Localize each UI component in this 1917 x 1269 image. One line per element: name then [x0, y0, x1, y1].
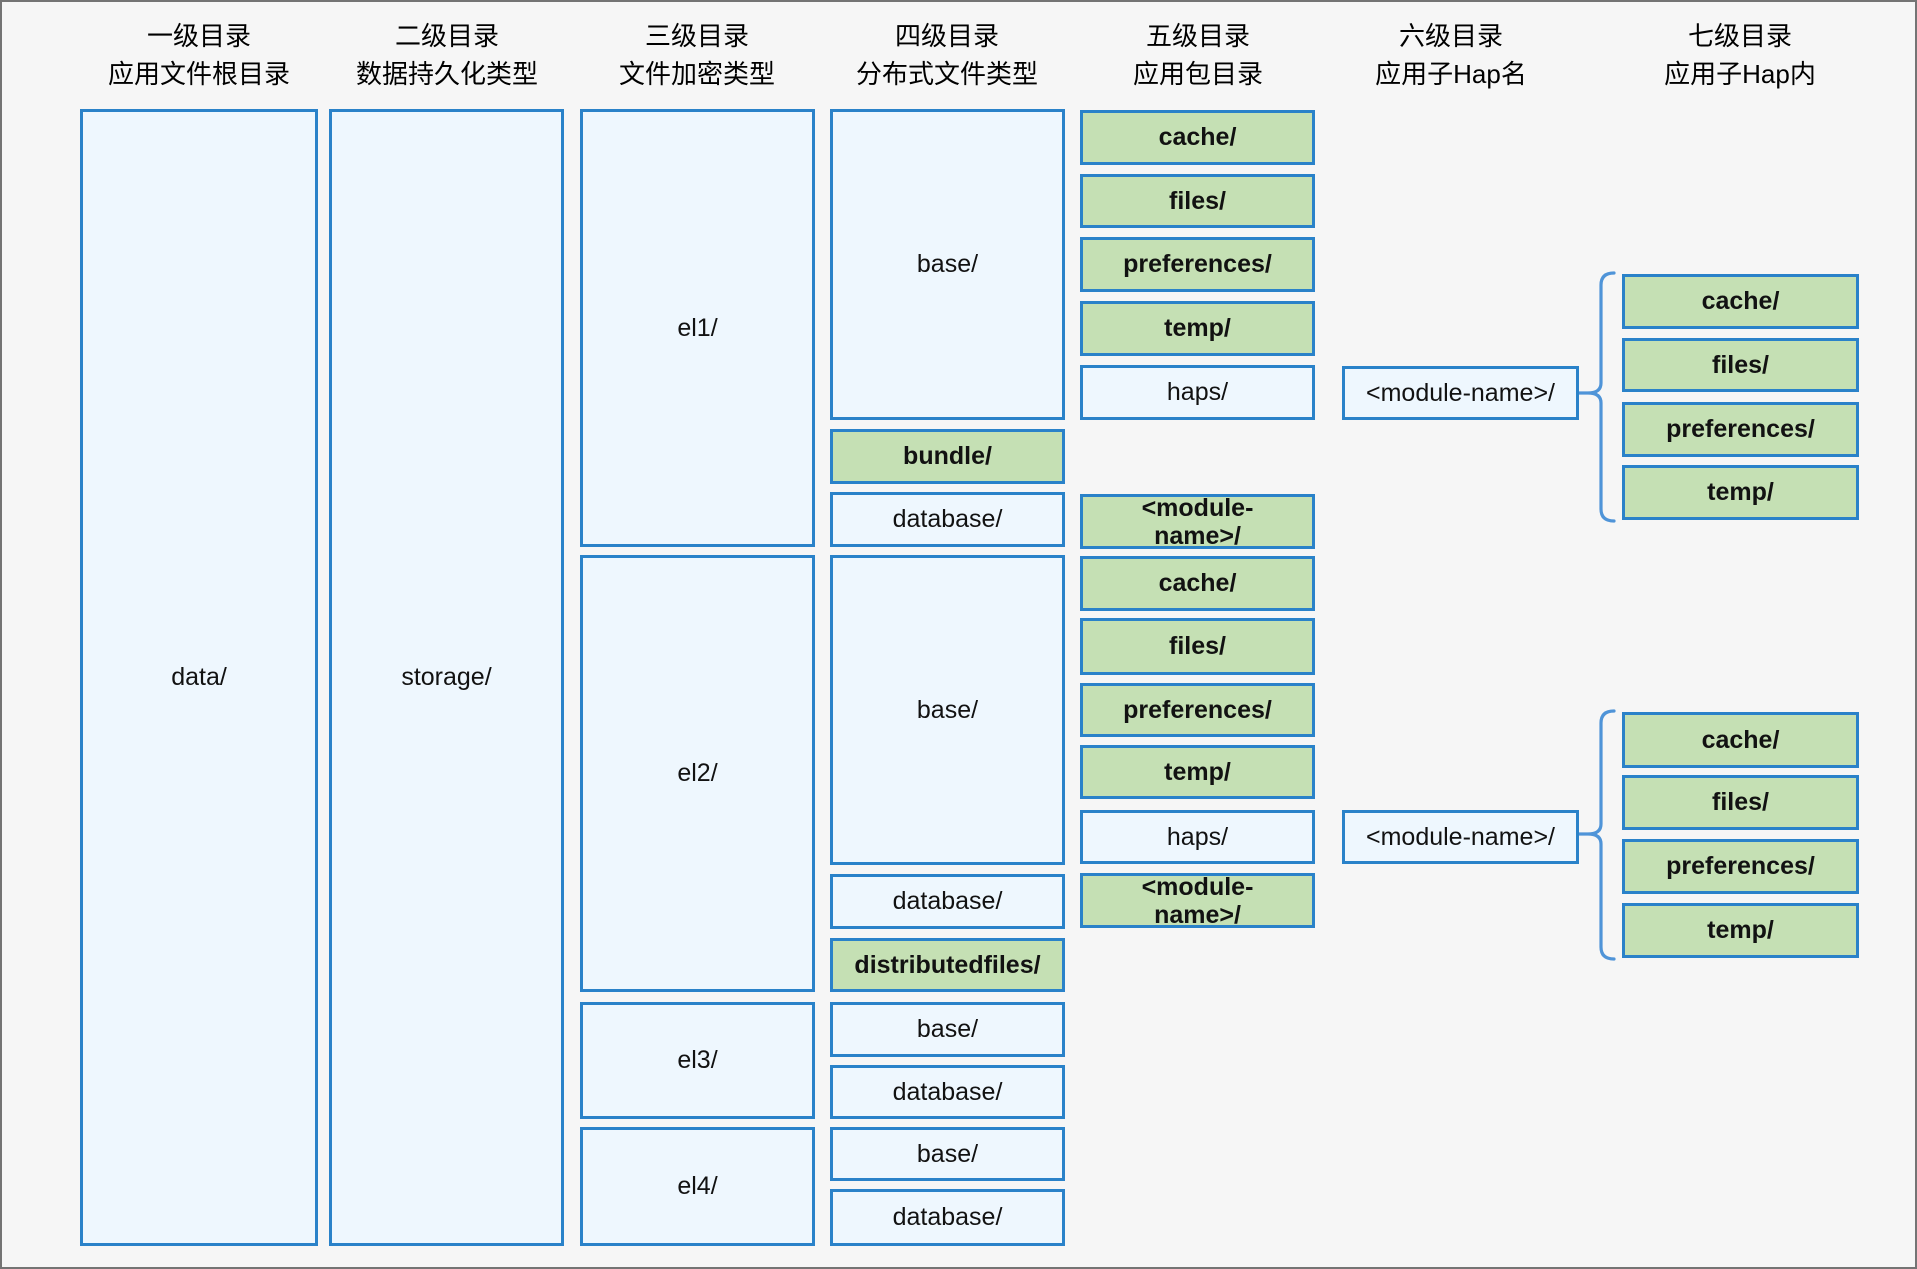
brace-connector-icon-bottom — [1579, 709, 1616, 961]
box-hap2-files: files/ — [1622, 775, 1859, 830]
box-label: database/ — [892, 1203, 1003, 1231]
box-el1-bundle: bundle/ — [830, 429, 1065, 484]
box-label: el2/ — [677, 759, 718, 787]
box-label: data/ — [171, 663, 227, 691]
box-el2-haps: haps/ — [1080, 810, 1315, 864]
box-el3-base: base/ — [830, 1002, 1065, 1057]
box-label: base/ — [916, 1139, 979, 1168]
box-data: data/ — [80, 109, 318, 1246]
col-header-line1: 七级目录 — [1687, 21, 1792, 51]
box-el1: el1/ — [580, 109, 815, 547]
box-el4-base: base/ — [830, 1127, 1065, 1181]
box-el2-module-name-top: <module-name>/ — [1080, 493, 1315, 550]
box-label: el1/ — [677, 313, 718, 342]
box-label: preferences/ — [1666, 852, 1815, 880]
col-header-line1: 三级目录 — [644, 21, 749, 51]
box-label: distributedfiles/ — [854, 950, 1041, 979]
box-el2-database: database/ — [830, 874, 1065, 929]
box-el1-files: files/ — [1080, 174, 1315, 228]
col-header-line1: 一级目录 — [146, 21, 251, 51]
box-label: base/ — [916, 695, 979, 724]
col-header-level2: 二级目录数据持久化类型 — [277, 17, 617, 93]
box-label: temp/ — [1164, 314, 1231, 342]
box-hap2-preferences: preferences/ — [1622, 839, 1859, 894]
col-header-line1: 五级目录 — [1145, 21, 1250, 51]
box-module-name-2: <module-name>/ — [1342, 810, 1579, 864]
box-label: haps/ — [1166, 822, 1229, 851]
box-el2-files: files/ — [1080, 618, 1315, 675]
col-header-line2: 数据持久化类型 — [355, 59, 538, 89]
box-el1-cache: cache/ — [1080, 110, 1315, 165]
box-el2: el2/ — [580, 555, 815, 992]
box-label: files/ — [1712, 350, 1769, 379]
col-header-line1: 二级目录 — [394, 21, 499, 51]
col-header-line2: 分布式文件类型 — [855, 59, 1038, 89]
box-label: cache/ — [1701, 287, 1780, 315]
box-label: files/ — [1169, 186, 1226, 215]
box-label: bundle/ — [903, 442, 992, 470]
col-header-level3: 三级目录文件加密类型 — [527, 17, 867, 93]
box-el1-base: base/ — [830, 109, 1065, 420]
box-label: el3/ — [677, 1046, 718, 1074]
box-label: <module-name>/ — [1365, 378, 1555, 407]
box-label: storage/ — [401, 663, 492, 691]
box-el2-temp: temp/ — [1080, 745, 1315, 799]
box-el2-preferences: preferences/ — [1080, 683, 1315, 737]
box-el4-database: database/ — [830, 1189, 1065, 1246]
col-header-line2: 应用包目录 — [1132, 59, 1263, 89]
box-label: preferences/ — [1123, 695, 1272, 724]
box-label: base/ — [916, 250, 979, 278]
box-label: cache/ — [1158, 123, 1237, 151]
box-el1-preferences: preferences/ — [1080, 237, 1315, 292]
box-el2-base: base/ — [830, 555, 1065, 865]
box-el3: el3/ — [580, 1002, 815, 1119]
col-header-line2: 文件加密类型 — [618, 59, 775, 89]
box-label: base/ — [916, 1015, 979, 1043]
box-hap1-files: files/ — [1622, 338, 1859, 392]
box-el3-database: database/ — [830, 1065, 1065, 1119]
box-el2-module-name-bottom: <module-name>/ — [1080, 872, 1315, 929]
col-header-level7: 七级目录应用子Hap内 — [1570, 17, 1910, 93]
col-header-line1: 六级目录 — [1398, 21, 1503, 51]
col-header-level1: 一级目录应用文件根目录 — [29, 17, 369, 93]
box-el2-cache: cache/ — [1080, 556, 1315, 611]
box-label: <module-name>/ — [1141, 872, 1254, 929]
box-label: cache/ — [1158, 569, 1237, 597]
box-label: <module-name>/ — [1365, 822, 1555, 851]
box-hap2-temp: temp/ — [1622, 903, 1859, 958]
box-label: el4/ — [677, 1172, 718, 1200]
brace-connector-icon-top — [1579, 271, 1616, 523]
box-storage: storage/ — [329, 109, 564, 1246]
col-header-line2: 应用子Hap名 — [1375, 59, 1527, 89]
box-label: preferences/ — [1666, 415, 1815, 443]
box-label: <module-name>/ — [1141, 493, 1254, 550]
box-el2-distributedfiles: distributedfiles/ — [830, 938, 1065, 992]
box-label: preferences/ — [1123, 250, 1272, 278]
col-header-level6: 六级目录应用子Hap名 — [1281, 17, 1621, 93]
box-hap2-cache: cache/ — [1622, 712, 1859, 768]
box-hap1-preferences: preferences/ — [1622, 402, 1859, 457]
box-label: cache/ — [1701, 725, 1780, 754]
box-label: database/ — [892, 505, 1003, 533]
box-label: temp/ — [1164, 757, 1231, 786]
col-header-line2: 应用文件根目录 — [107, 59, 290, 89]
box-label: temp/ — [1707, 478, 1774, 506]
col-header-line2: 应用子Hap内 — [1664, 59, 1816, 89]
col-header-line1: 四级目录 — [894, 21, 999, 51]
box-el1-haps: haps/ — [1080, 365, 1315, 420]
box-el1-temp: temp/ — [1080, 301, 1315, 356]
box-label: files/ — [1712, 788, 1769, 816]
box-hap1-cache: cache/ — [1622, 274, 1859, 329]
col-header-level5: 五级目录应用包目录 — [1028, 17, 1368, 93]
box-label: files/ — [1169, 632, 1226, 660]
box-module-name-1: <module-name>/ — [1342, 366, 1579, 420]
col-header-level4: 四级目录分布式文件类型 — [777, 17, 1117, 93]
box-el1-database: database/ — [830, 492, 1065, 547]
box-label: database/ — [892, 1077, 1003, 1106]
box-hap1-temp: temp/ — [1622, 465, 1859, 520]
box-el4: el4/ — [580, 1127, 815, 1246]
box-label: database/ — [892, 887, 1003, 915]
box-label: temp/ — [1707, 916, 1774, 944]
box-label: haps/ — [1166, 378, 1229, 406]
